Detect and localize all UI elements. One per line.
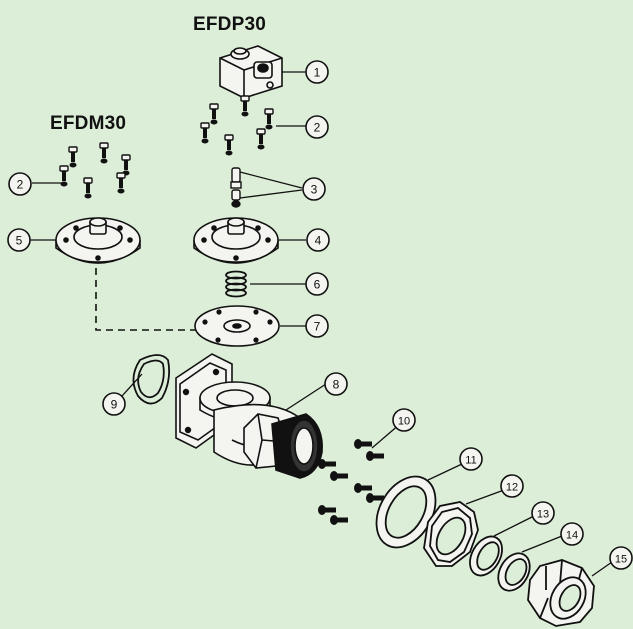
flat-washer <box>375 475 437 549</box>
union-nut <box>527 559 595 627</box>
callout-4: 4 <box>315 234 322 248</box>
manual-model-title-overlay: EFDM30 <box>50 113 127 134</box>
callout-15: 15 <box>615 554 627 566</box>
callout-14: 14 <box>566 530 578 542</box>
callout-9: 9 <box>111 398 118 412</box>
solenoid-coil <box>219 45 283 99</box>
plunger-stem <box>230 167 242 208</box>
callout-8: 8 <box>333 378 340 392</box>
callout-12: 12 <box>506 482 518 494</box>
callout-6: 6 <box>314 278 321 292</box>
valve-body <box>175 353 323 479</box>
callout-10: 10 <box>398 416 410 428</box>
diaphragm <box>194 305 280 347</box>
callout-1: 1 <box>314 66 321 80</box>
bonnet-cover-pilot <box>193 217 279 264</box>
screw-set-manual <box>59 142 131 200</box>
pilot-model-title-overlay: EFDP30 <box>193 14 267 35</box>
screw-set-pilot <box>200 95 274 157</box>
callout-2-manual: 2 <box>17 178 24 192</box>
flange-gasket <box>132 354 171 405</box>
callout-11: 11 <box>465 455 476 467</box>
callout-2-pilot: 2 <box>314 121 321 135</box>
mounting-bolts <box>318 439 384 525</box>
spring <box>225 270 247 298</box>
alignment-dashed-line <box>95 268 196 331</box>
callout-3: 3 <box>311 183 318 197</box>
lock-nut <box>423 501 479 567</box>
leader-lines <box>30 71 613 577</box>
callout-7: 7 <box>314 320 321 334</box>
bonnet-cover-manual <box>55 217 141 264</box>
callout-5: 5 <box>16 234 23 248</box>
compression-washer <box>497 552 531 592</box>
callout-13: 13 <box>537 509 549 521</box>
o-ring-seal <box>469 535 503 577</box>
callouts <box>7 60 633 570</box>
